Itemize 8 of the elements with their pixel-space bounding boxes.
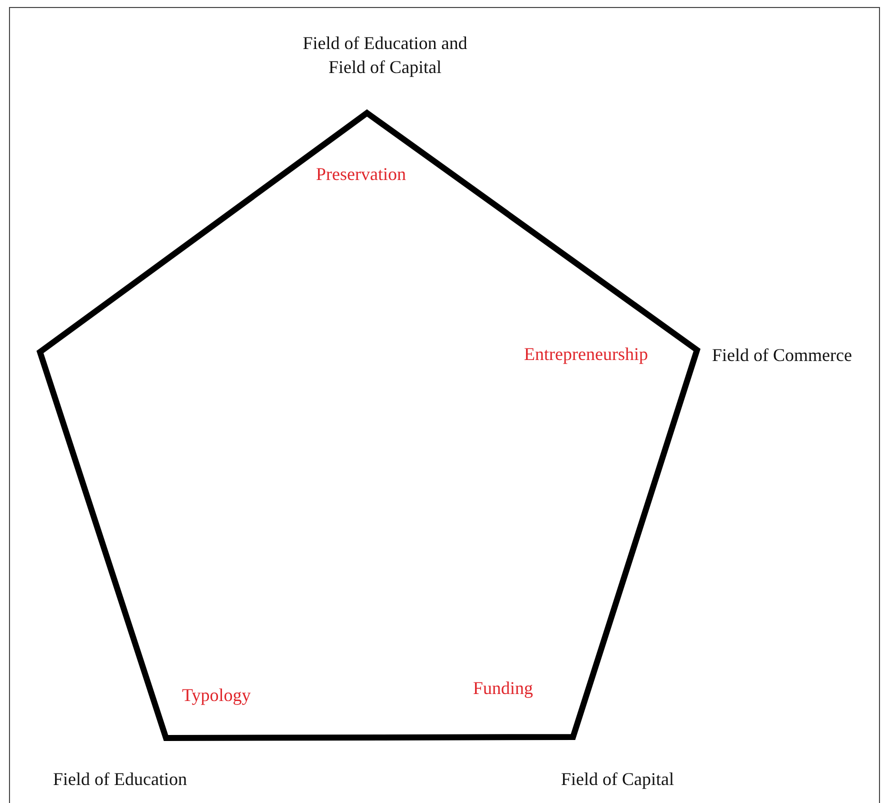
vertex-label: Field of Capital	[561, 768, 674, 791]
corner-label: Entrepreneurship	[524, 343, 648, 365]
corner-label: Typology	[182, 684, 251, 706]
vertex-label: Field of Commerce	[712, 344, 852, 367]
vertex-label: Field of Education and Field of Capital	[302, 32, 468, 79]
vertex-label: Field of Education	[53, 768, 187, 791]
corner-label: Preservation	[316, 163, 406, 185]
corner-label: Funding	[473, 677, 534, 699]
